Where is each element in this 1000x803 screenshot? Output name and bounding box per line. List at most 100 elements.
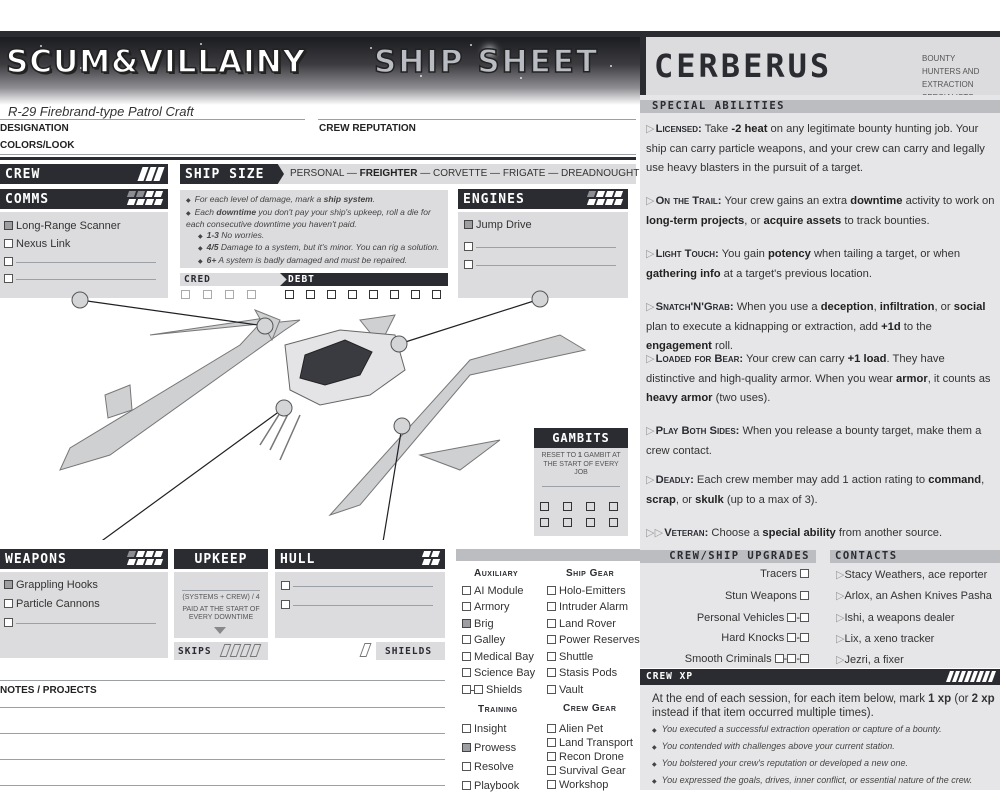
ability-item[interactable]: ▷Light Touch: You gain potency when tail… <box>646 248 961 280</box>
blank-line[interactable] <box>16 622 156 624</box>
weapons-item[interactable] <box>4 617 156 629</box>
ability-checkbox-icon[interactable]: ▷▷ <box>646 527 664 539</box>
comms-track[interactable] <box>126 191 164 205</box>
ability-item[interactable]: ▷Loaded for Bear: Your crew can carry +1… <box>646 353 991 404</box>
ability-checkbox-icon[interactable]: ▷ <box>646 248 655 260</box>
training-item[interactable]: Playbook <box>462 780 519 792</box>
blank-line[interactable] <box>16 278 156 280</box>
ship-gear-item[interactable]: Land Rover <box>547 618 616 630</box>
blank-line[interactable] <box>293 585 433 587</box>
blank-line[interactable] <box>16 261 156 263</box>
weapons-track[interactable] <box>126 551 164 565</box>
gambit-boxes-row2[interactable] <box>540 518 618 527</box>
ship-gear-item[interactable]: Stasis Pods <box>547 667 617 679</box>
aux-item[interactable]: Armory <box>462 601 509 613</box>
ability-checkbox-icon[interactable]: ▷ <box>646 474 655 486</box>
engines-item[interactable]: Jump Drive <box>464 219 532 231</box>
checkbox[interactable] <box>4 580 13 589</box>
shields-track[interactable] <box>359 643 372 657</box>
training-item[interactable]: Prowess <box>462 742 516 754</box>
ship-gear-item[interactable]: Intruder Alarm <box>547 601 628 613</box>
contact-item[interactable]: ▷Lix, a xeno tracker <box>836 633 935 645</box>
upgrade-item[interactable]: Stun Weapons <box>725 590 812 602</box>
notes-line[interactable] <box>0 707 445 708</box>
size-option[interactable]: PERSONAL <box>290 168 345 179</box>
gambit-boxes-row1[interactable] <box>540 502 618 511</box>
checkbox[interactable] <box>4 221 13 230</box>
upgrade-item[interactable]: Smooth Criminals -- <box>685 653 812 665</box>
blank-line[interactable] <box>476 246 616 248</box>
contact-item[interactable]: ▷Jezri, a fixer <box>836 654 904 666</box>
crew-gear-item[interactable]: Land Transport <box>547 737 633 749</box>
crew-xp-track[interactable] <box>945 671 997 682</box>
ability-checkbox-icon[interactable]: ▷ <box>646 123 655 135</box>
weapons-item[interactable]: Particle Cannons <box>4 598 100 610</box>
ship-gear-item[interactable]: Shuttle <box>547 651 593 663</box>
checkbox[interactable] <box>4 257 13 266</box>
ability-item[interactable]: ▷▷Veteran: Choose a special ability from… <box>646 527 943 539</box>
weapons-item[interactable]: Grappling Hooks <box>4 579 98 591</box>
checkbox[interactable] <box>464 260 473 269</box>
checkbox[interactable] <box>4 599 13 608</box>
checkbox[interactable] <box>281 600 290 609</box>
checkbox[interactable] <box>281 581 290 590</box>
crew-gear-item[interactable]: Alien Pet <box>547 723 603 735</box>
skips-track[interactable] <box>219 644 262 657</box>
ship-model-field[interactable]: R-29 Firebrand-type Patrol Craft <box>8 104 194 119</box>
contact-item[interactable]: ▷Arlox, an Ashen Knives Pasha <box>836 590 992 602</box>
crew-gear-item[interactable]: Survival Gear <box>547 765 626 777</box>
comms-item[interactable] <box>4 273 156 285</box>
ability-checkbox-icon[interactable]: ▷ <box>646 425 655 437</box>
blank-line[interactable] <box>293 604 433 606</box>
aux-item[interactable]: AI Module <box>462 585 524 597</box>
ability-item[interactable]: ▷Snatch'N'Grab: When you use a deception… <box>646 301 986 352</box>
engines-track[interactable] <box>586 191 624 205</box>
checkbox[interactable] <box>4 618 13 627</box>
training-item[interactable]: Insight <box>462 723 506 735</box>
cred-boxes[interactable] <box>181 290 256 299</box>
aux-item[interactable]: Shields <box>462 684 522 696</box>
hull-item[interactable] <box>281 599 433 611</box>
checkbox[interactable] <box>464 242 473 251</box>
ability-item[interactable]: ▷Play Both Sides: When you release a bou… <box>646 425 982 457</box>
comms-item[interactable]: Long-Range Scanner <box>4 220 121 232</box>
training-item[interactable]: Resolve <box>462 761 514 773</box>
comms-item[interactable] <box>4 256 156 268</box>
aux-item[interactable]: Science Bay <box>462 667 535 679</box>
upgrade-item[interactable]: Hard Knocks - <box>721 632 812 644</box>
ability-item[interactable]: ▷Deadly: Each crew member may add 1 acti… <box>646 474 985 506</box>
aux-item[interactable]: Brig <box>462 618 494 630</box>
size-option[interactable]: DREADNOUGHT <box>561 168 640 179</box>
aux-item[interactable]: Galley <box>462 634 505 646</box>
checkbox[interactable] <box>4 239 13 248</box>
notes-line[interactable] <box>0 785 445 786</box>
ability-checkbox-icon[interactable]: ▷ <box>646 301 655 313</box>
ability-item[interactable]: ▷On the Trail: Your crew gains an extra … <box>646 195 995 227</box>
upkeep-line[interactable] <box>182 590 260 591</box>
notes-line[interactable] <box>0 733 445 734</box>
ability-item[interactable]: ▷Licensed: Take -2 heat on any legitimat… <box>646 123 985 174</box>
size-option[interactable]: FRIGATE <box>502 168 546 179</box>
crew-track[interactable] <box>137 167 165 181</box>
checkbox[interactable] <box>4 274 13 283</box>
engines-item[interactable] <box>464 259 616 271</box>
blank-line[interactable] <box>476 264 616 266</box>
ship-gear-item[interactable]: Holo-Emitters <box>547 585 626 597</box>
upgrade-item[interactable]: Tracers <box>760 568 812 580</box>
crew-gear-item[interactable]: Workshop <box>547 779 608 791</box>
size-option[interactable]: CORVETTE <box>433 168 488 179</box>
ability-checkbox-icon[interactable]: ▷ <box>646 195 655 207</box>
comms-item[interactable]: Nexus Link <box>4 238 70 250</box>
hull-track[interactable] <box>421 551 441 565</box>
size-option-selected[interactable]: FREIGHTER <box>359 168 418 179</box>
ship-gear-item[interactable]: Power Reserves <box>547 634 640 646</box>
engines-item[interactable] <box>464 241 616 253</box>
contact-item[interactable]: ▷Stacy Weathers, ace reporter <box>836 569 988 581</box>
hull-item[interactable] <box>281 580 433 592</box>
crew-gear-item[interactable]: Recon Drone <box>547 751 624 763</box>
ability-checkbox-icon[interactable]: ▷ <box>646 353 655 365</box>
aux-item[interactable]: Medical Bay <box>462 651 534 663</box>
ship-gear-item[interactable]: Vault <box>547 684 583 696</box>
checkbox[interactable] <box>464 220 473 229</box>
debt-boxes[interactable] <box>285 290 441 299</box>
